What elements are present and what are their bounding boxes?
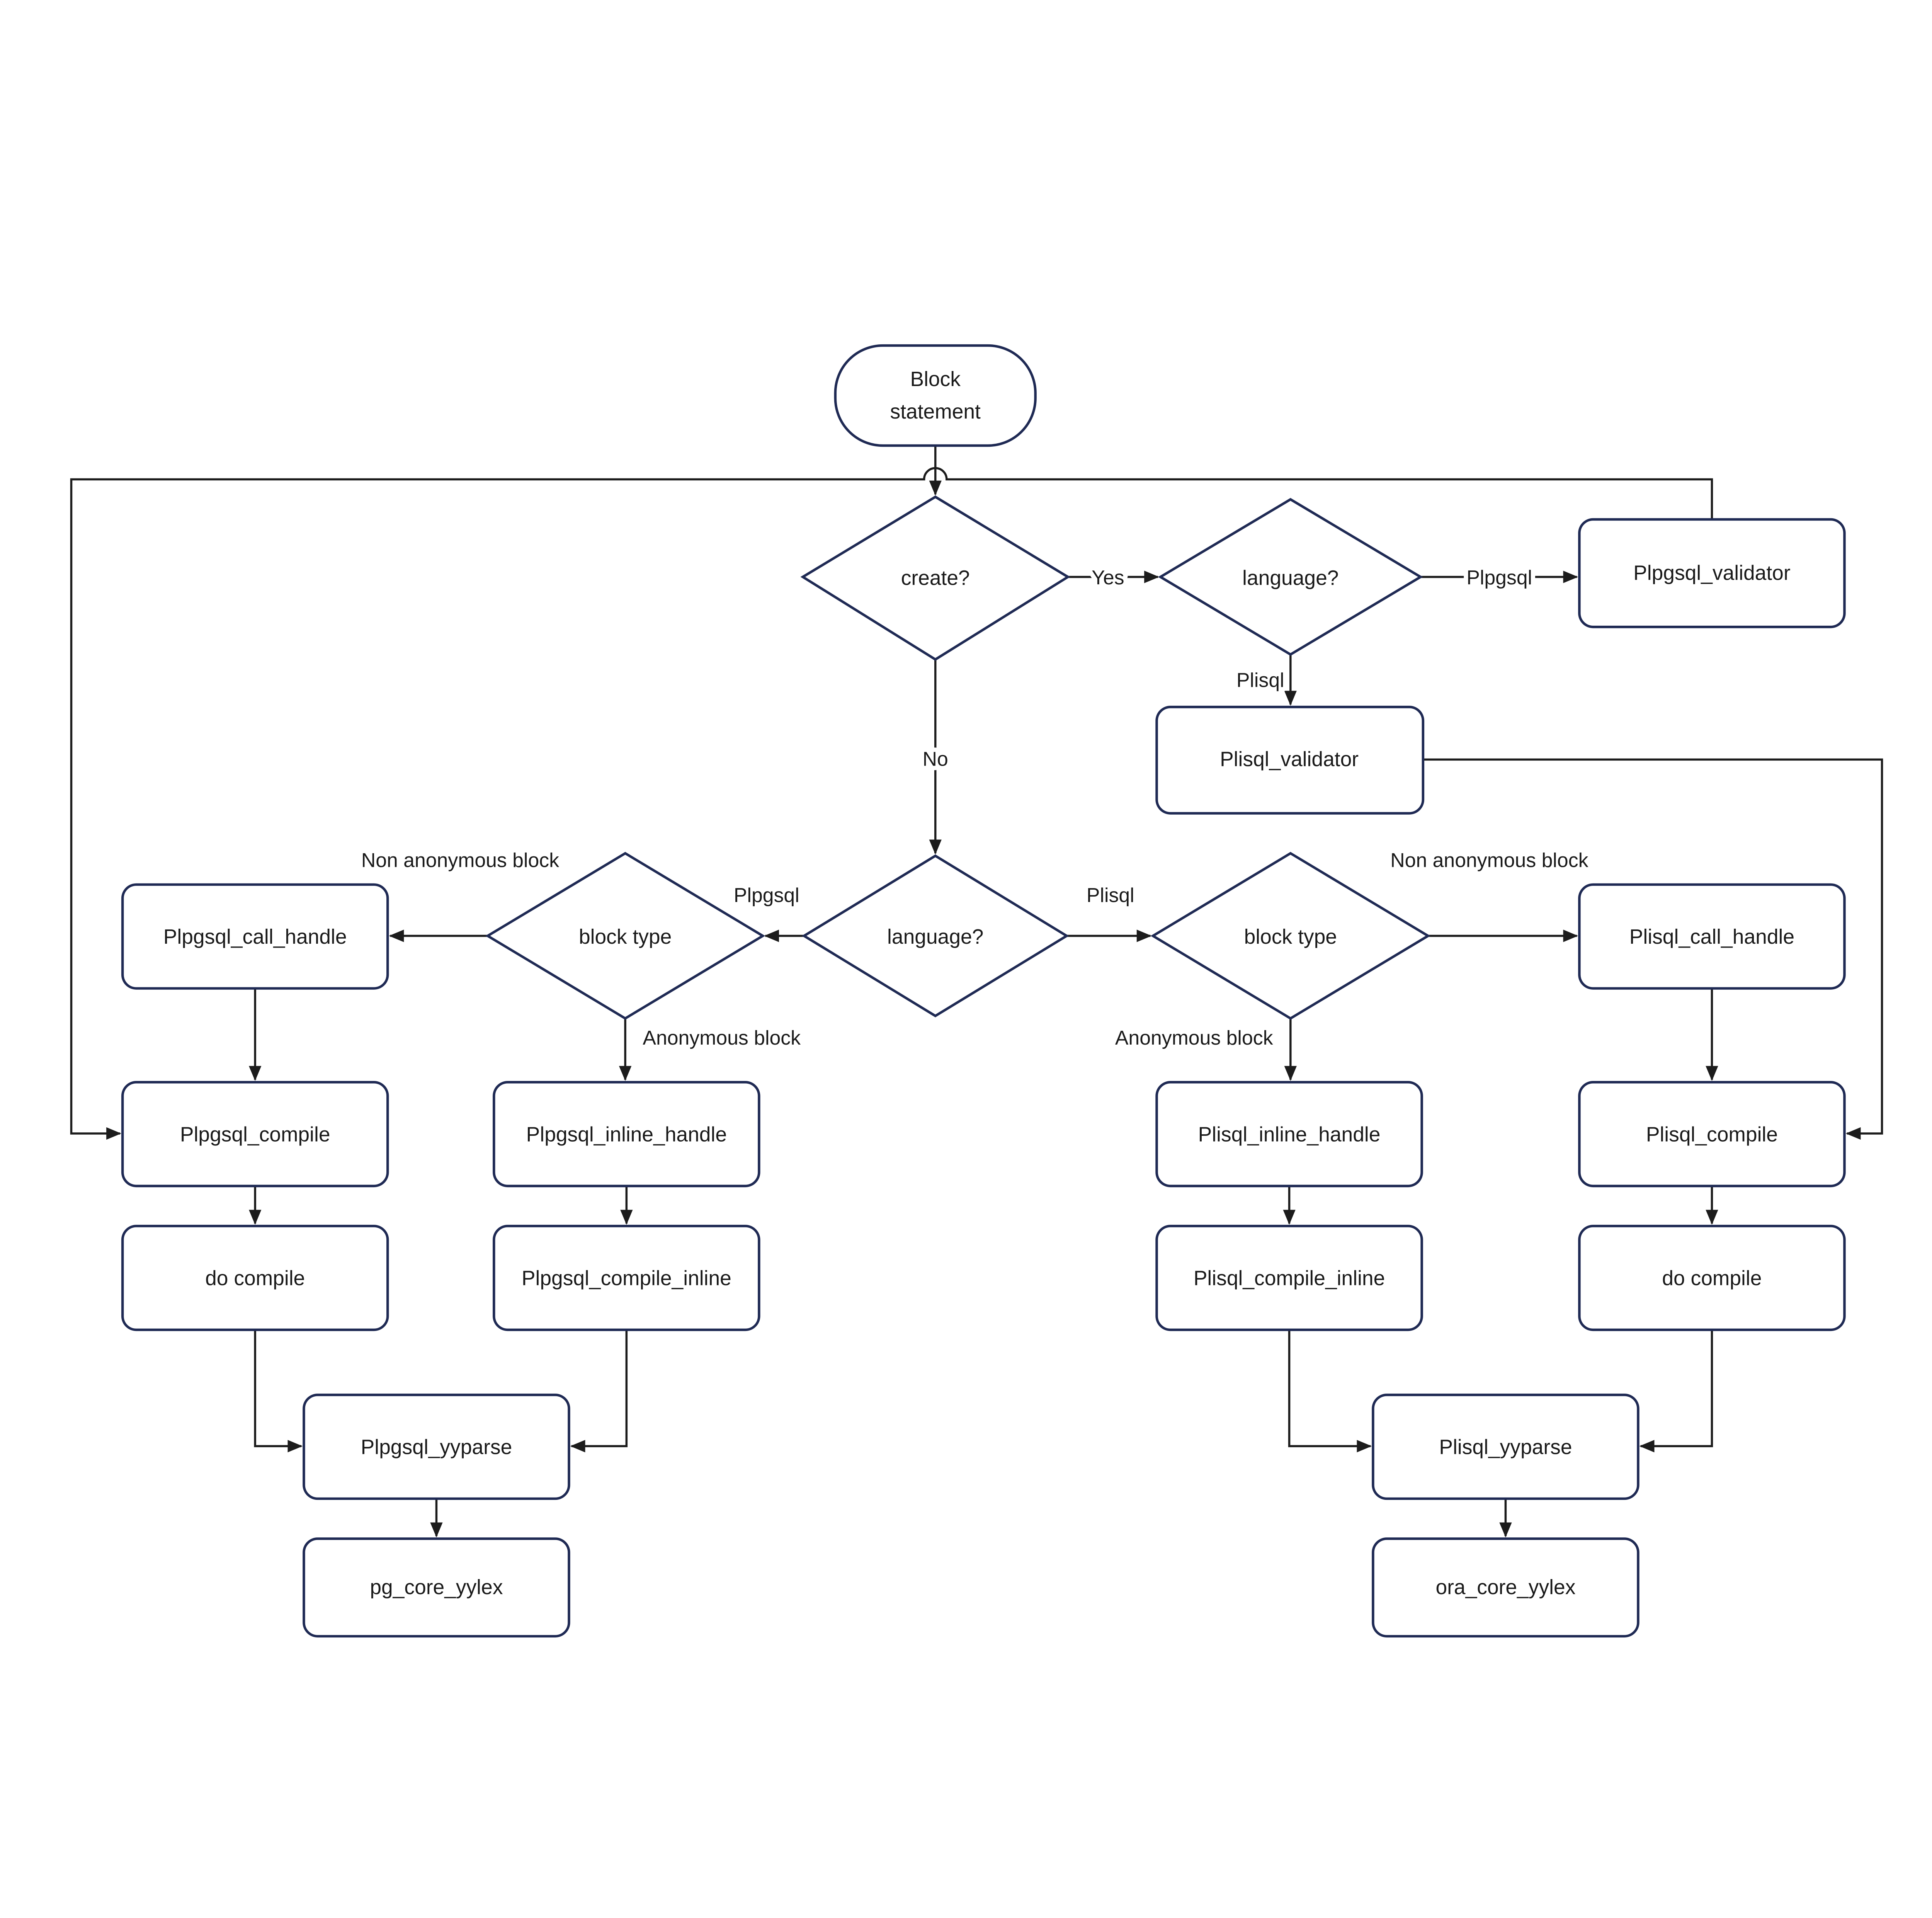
node-label: Plisql_validator [1220,748,1359,771]
terminator-shape [834,344,1037,447]
process-shape [493,1225,760,1331]
node-do-compile-right: do compile [1578,1225,1846,1331]
node-label: create? [901,567,970,589]
node-label: Plpgsql_compile_inline [522,1267,731,1290]
process-shape [1372,1394,1639,1500]
process-shape [303,1537,570,1638]
node-label: statement [890,400,981,423]
edge-label-non-anonymous-left: Non anonymous block [361,849,559,871]
node-plpgsql-validator: Plpgsql_validator [1578,518,1846,628]
edges [70,446,1883,1538]
process-shape [1578,1081,1846,1188]
process-shape [1578,883,1846,990]
node-label: do compile [205,1267,305,1290]
node-pg-core-yylex: pg_core_yylex [303,1537,570,1638]
edge-do-compile-left-to-yyparse [254,1330,303,1453]
edge-label-anonymous-right: Anonymous block [1115,1026,1273,1049]
node-label: Plpgsql_validator [1633,562,1791,584]
node-label: Plisql_inline_handle [1198,1123,1381,1146]
edge-label-no: No [923,748,948,770]
node-plisql-compile-inline: Plisql_compile_inline [1155,1225,1423,1331]
nodes: Block statement create? language? Plpgsq… [121,344,1846,1638]
node-plpgsql-call-handle: Plpgsql_call_handle [121,883,389,990]
edge-plpgsql-compile-inline-to-yyparse [570,1330,628,1453]
edge-plisql-validator-to-plisql-compile [1423,758,1883,1140]
node-plpgsql-compile-inline: Plpgsql_compile_inline [493,1225,760,1331]
node-label: Plisql_call_handle [1629,926,1794,948]
node-label: Plpgsql_inline_handle [526,1123,727,1146]
node-label: ora_core_yylex [1435,1576,1575,1599]
node-plisql-yyparse: Plisql_yyparse [1372,1394,1639,1500]
node-label: do compile [1662,1267,1762,1290]
process-shape [1155,1081,1423,1188]
node-plpgsql-yyparse: Plpgsql_yyparse [303,1394,570,1500]
node-label: Plpgsql_yyparse [361,1436,512,1459]
process-shape [493,1081,760,1188]
node-plpgsql-inline-handle: Plpgsql_inline_handle [493,1081,760,1188]
edge-label-plisql-top: Plisql [1236,669,1284,691]
process-shape [1578,518,1846,628]
node-block-type-right-decision: block type [1150,852,1431,1020]
node-block-type-left-decision: block type [485,852,765,1020]
process-shape [1372,1537,1639,1638]
decision-shape [1158,498,1423,656]
node-plisql-compile: Plisql_compile [1578,1081,1846,1188]
node-label: block type [579,926,672,948]
node-language-mid-decision: language? [801,854,1069,1018]
node-label: Plisql_compile_inline [1194,1267,1385,1290]
node-label: pg_core_yylex [370,1576,503,1599]
decision-shape [1150,852,1431,1020]
process-shape [1155,706,1425,815]
node-plisql-inline-handle: Plisql_inline_handle [1155,1081,1423,1188]
process-shape [303,1394,570,1500]
edge-labels: Yes Plpgsql Plisql No Plpgsql Plisql Non… [357,562,1593,1053]
node-label: Plisql_compile [1646,1123,1778,1146]
edge-label-non-anonymous-right: Non anonymous block [1390,849,1588,871]
decision-shape [800,495,1070,661]
decision-shape [801,854,1069,1018]
node-plisql-call-handle: Plisql_call_handle [1578,883,1846,990]
edge-do-compile-right-to-yyparse [1639,1330,1713,1453]
node-language-top-decision: language? [1158,498,1423,656]
node-label: language? [887,926,983,948]
decision-shape [485,852,765,1020]
node-create-decision: create? [800,495,1070,661]
node-block-statement: Block statement [834,344,1037,447]
process-shape [121,1225,389,1331]
node-do-compile-left: do compile [121,1225,389,1331]
edge-label-plpgsql-mid: Plpgsql [734,884,799,906]
node-plisql-validator: Plisql_validator [1155,706,1425,815]
process-shape [121,883,389,990]
edge-label-yes: Yes [1092,566,1124,589]
node-label: Plisql_yyparse [1439,1436,1572,1459]
edge-plisql-compile-inline-to-yyparse [1288,1330,1372,1453]
node-ora-core-yylex: ora_core_yylex [1372,1537,1639,1638]
edge-plpgsql-validator-to-plpgsql-compile [70,467,1713,1140]
process-shape [121,1081,389,1188]
node-label: Block [910,368,961,391]
node-plpgsql-compile: Plpgsql_compile [121,1081,389,1188]
edge-label-anonymous-left: Anonymous block [643,1026,801,1049]
node-label: block type [1244,926,1337,948]
edge-label-plpgsql-top: Plpgsql [1466,566,1532,589]
process-shape [1155,1225,1423,1331]
node-label: language? [1242,567,1338,589]
process-shape [1578,1225,1846,1331]
node-label: Plpgsql_call_handle [163,926,347,948]
edge-label-plisql-mid: Plisql [1087,884,1134,906]
node-label: Plpgsql_compile [180,1123,330,1146]
